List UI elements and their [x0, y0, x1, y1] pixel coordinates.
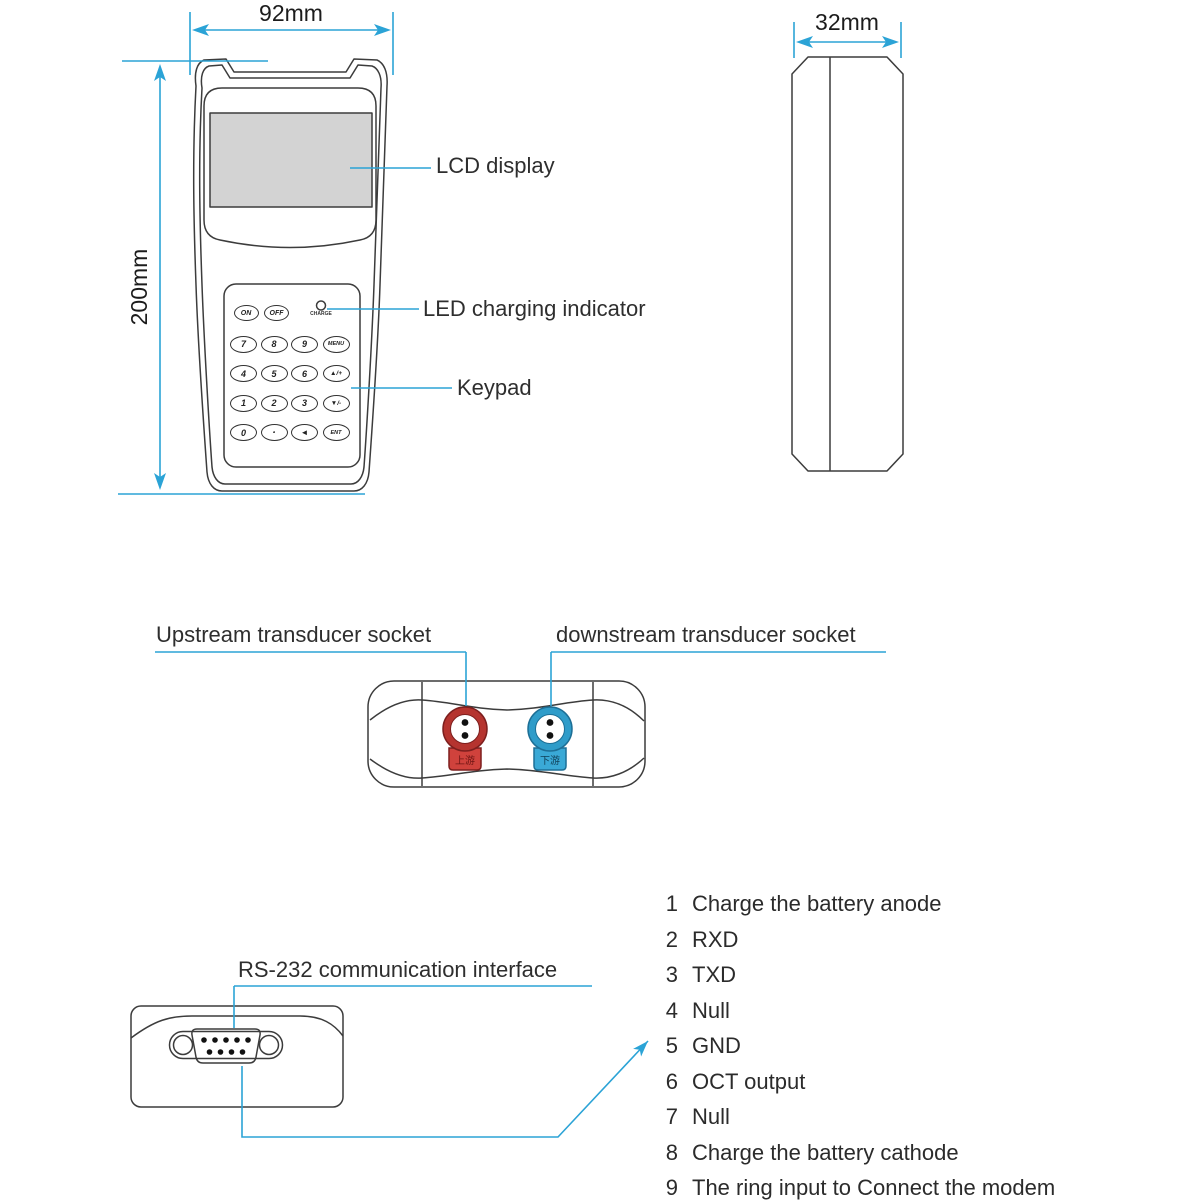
device-inner-shell: [198, 64, 382, 485]
key-backspace: ◄: [291, 424, 318, 441]
arrow-left-icon: [192, 24, 209, 36]
pin-number: 4: [665, 997, 678, 1023]
pin-number: 1: [665, 891, 678, 916]
pin-number: 8: [665, 1139, 678, 1165]
upstream-socket-face: [450, 714, 480, 744]
dimension-lines: [118, 12, 902, 1138]
key-menu: MENU: [322, 335, 350, 353]
side-body: [791, 56, 904, 472]
key-8: 8: [260, 335, 288, 353]
key-5: 5: [260, 365, 288, 382]
downstream-socket: 下游: [527, 706, 573, 771]
pin-description: GND: [692, 1033, 741, 1058]
db9-housing: [168, 1030, 284, 1060]
db9-screw-left: [172, 1034, 194, 1056]
pin-description: TXD: [692, 962, 736, 987]
key-ent: ENT: [322, 424, 350, 441]
charge-led-label: CHARGE: [310, 311, 332, 317]
downstream-pin-hole: [546, 732, 554, 739]
dim-92mm-text: 92mm: [259, 0, 323, 26]
downstream-socket-face: [535, 714, 565, 744]
upstream-pin-hole: [461, 732, 469, 739]
downstream-pin-hole: [546, 719, 554, 726]
pin-number: 5: [665, 1033, 678, 1058]
pin-number: 6: [665, 1068, 678, 1094]
key-on: ON: [233, 305, 259, 321]
arrow-left-icon: [796, 36, 813, 48]
arrow-right-icon: [374, 24, 391, 36]
rs232-contour: [130, 1015, 344, 1039]
keypad-label: Keypad: [457, 375, 532, 400]
pin-description: Charge the battery anode: [692, 891, 942, 916]
pin-pointer-line: [241, 1040, 649, 1138]
led-charging-label: LED charging indicator: [423, 296, 646, 321]
key-6: 6: [291, 365, 318, 382]
key-2: 2: [260, 394, 288, 412]
rs232-body: [130, 1005, 344, 1108]
pin-description: RXD: [692, 926, 739, 952]
lcd-bezel: [203, 87, 377, 249]
dim-32mm-text: 32mm: [815, 9, 879, 35]
db9-screw-right: [258, 1034, 280, 1056]
lcd-display-label: LCD display: [436, 153, 555, 178]
side-view-outline: [791, 56, 904, 472]
charge-led: [315, 300, 327, 311]
pin-number: 3: [665, 962, 678, 987]
key-0: 0: [230, 424, 257, 441]
arrow-right-icon: [882, 36, 899, 48]
key-down-minus: ▼/-: [322, 394, 350, 412]
key-7: 7: [230, 335, 257, 353]
pin-description: The ring input to Connect the modem: [692, 1175, 1056, 1200]
top-body: [367, 680, 646, 788]
key-up-plus: ▲/+: [322, 365, 350, 382]
upstream-socket-tab: [448, 747, 482, 771]
upstream-tab-text: 上游: [455, 754, 475, 767]
downstream-socket-tab: [533, 747, 567, 771]
db9-dsub-shell: [191, 1028, 261, 1064]
key-off: OFF: [264, 305, 289, 321]
top-view-outline: [367, 680, 646, 788]
rs232-label: RS-232 communication interface: [238, 957, 558, 982]
key-dot: ·: [260, 424, 288, 441]
device-outer-shell: [192, 58, 388, 492]
pin-number: 7: [665, 1104, 678, 1129]
arrow-diagonal-icon: [633, 1041, 648, 1057]
keypad-panel: [223, 283, 361, 468]
arrow-down-icon: [154, 473, 166, 490]
lcd-screen: [209, 112, 373, 208]
key-3: 3: [291, 394, 318, 412]
upstream-pin-hole: [461, 719, 469, 726]
key-4: 4: [230, 365, 257, 382]
front-view-outline: [192, 58, 388, 492]
upstream-socket-label: Upstream transducer socket: [156, 622, 432, 647]
dim-200mm-text: 200mm: [126, 248, 152, 326]
key-1: 1: [230, 394, 257, 412]
arrow-up-icon: [154, 64, 166, 81]
top-contour-upper: [369, 699, 645, 722]
pin-description: OCT output: [692, 1068, 806, 1094]
downstream-tab-text: 下游: [540, 754, 560, 767]
rs232-view: [130, 1005, 344, 1108]
arrowheads: [154, 24, 899, 1057]
top-contour-lower: [369, 757, 645, 779]
pin-number: 9: [665, 1175, 678, 1200]
pin-number: 2: [665, 926, 678, 952]
upstream-socket: 上游: [442, 706, 488, 771]
pin-description: Null: [692, 1104, 730, 1129]
pin-description: Charge the battery cathode: [692, 1139, 959, 1165]
db9-pins: [201, 1037, 251, 1055]
key-9: 9: [291, 335, 318, 353]
downstream-socket-label: downstream transducer socket: [556, 622, 856, 647]
pin-description: Null: [692, 997, 730, 1023]
